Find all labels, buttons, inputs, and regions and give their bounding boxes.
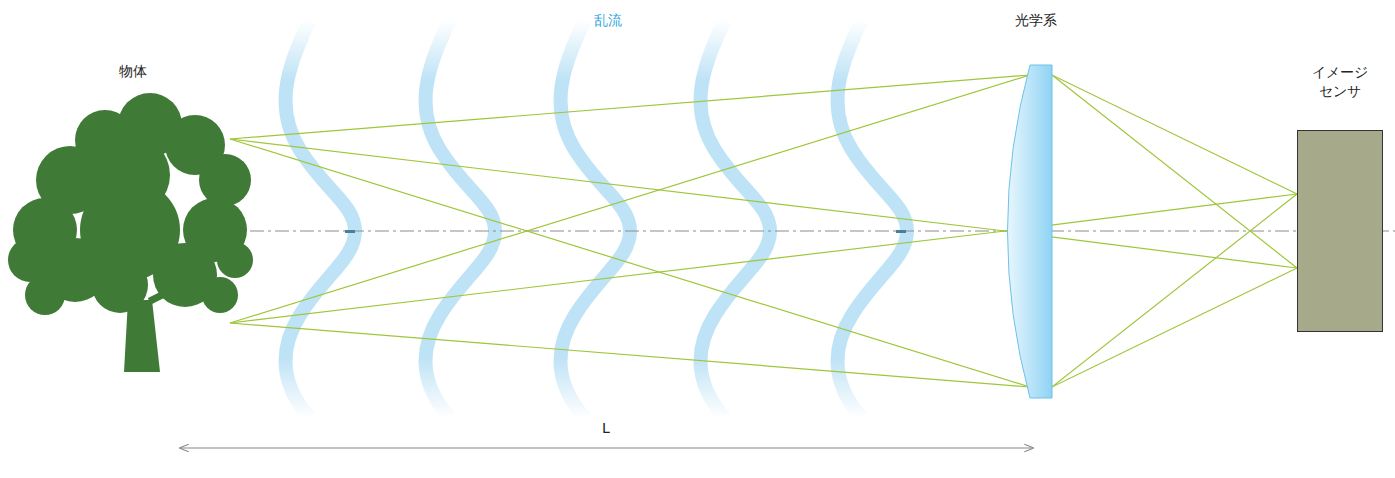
turbulence-wave bbox=[286, 20, 355, 418]
turbulence-waves bbox=[286, 20, 907, 418]
dimension-line bbox=[180, 447, 1033, 448]
turbulence-wave bbox=[838, 20, 907, 418]
axis-marks bbox=[345, 230, 906, 233]
image-sensor: イメージ センサ bbox=[1297, 130, 1383, 332]
optics-label: 光学系 bbox=[1015, 12, 1057, 29]
distance-label: L bbox=[602, 420, 610, 437]
turbulence-wave bbox=[426, 20, 495, 418]
turbulence-wave bbox=[701, 20, 770, 418]
object-label: 物体 bbox=[119, 63, 147, 80]
tree-object bbox=[8, 93, 253, 372]
optical-axis bbox=[225, 231, 1395, 232]
lens bbox=[1008, 65, 1053, 398]
turbulence-wave bbox=[561, 20, 630, 418]
light-rays bbox=[230, 75, 1297, 387]
sensor-label: イメージ センサ bbox=[1308, 63, 1372, 101]
turbulence-label: 乱流 bbox=[594, 12, 622, 29]
